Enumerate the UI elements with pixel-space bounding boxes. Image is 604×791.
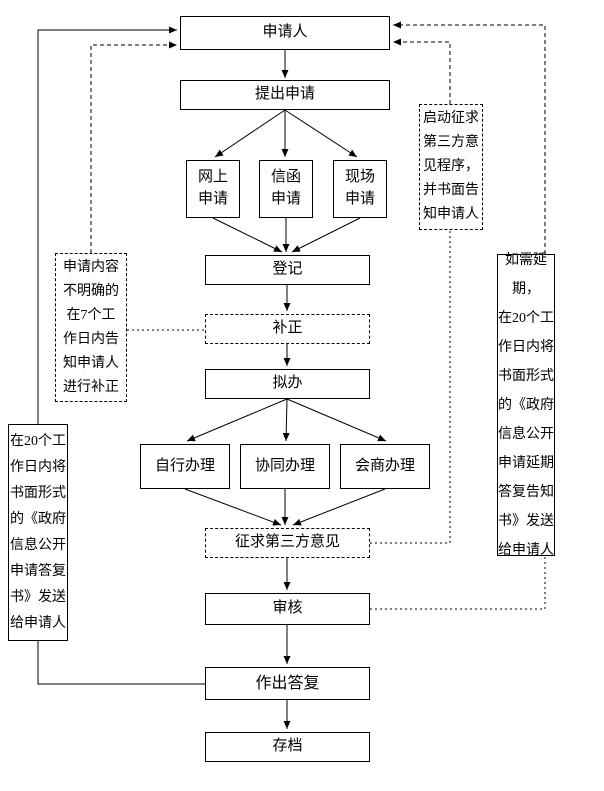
arrow-proposed-to-co [282,398,290,442]
arrow-onsite-to-register [291,217,361,253]
node-onsite-application: 现场 申请 [333,160,387,218]
arrow-self-to-thirdparty [184,488,282,526]
link-review-to-extension-note [370,557,546,610]
node-review: 审核 [205,593,370,625]
node-self-handling: 自行办理 [140,444,230,489]
node-submit-application: 提出申请 [180,80,390,110]
note-correction-deadline: 申请内容 不明确的 在7个工 作日内告 知申请人 进行补正 [55,253,127,402]
link-thirdparty-to-thirdparty-note [370,231,451,544]
node-seek-third-party-opinion: 征求第三方意见 [205,528,370,558]
note-extension-deadline: 如需延期， 在20个工 作日内将 书面形式 的《政府 信息公开 申请延期 答复告… [497,252,555,558]
node-make-reply: 作出答复 [205,667,370,700]
note-third-party-procedure: 启动征求 第三方意 见程序， 并书面告 知申请人 [419,104,483,230]
node-collaborative-handling: 协同办理 [240,444,330,489]
arrow-reply-to-applicant [37,26,205,685]
node-register: 登记 [205,255,370,285]
node-letter-application: 信函 申请 [259,160,313,218]
arrow-submit-to-onsite [284,109,358,158]
arrow-submit-to-online [214,109,286,158]
arrow-thirdparty-note-to-applicant [393,38,451,104]
arrow-correction-note-to-applicant [90,41,177,253]
arrow-consult-to-thirdparty [292,488,386,526]
arrow-extension-note-to-applicant [393,21,546,254]
node-proposed-handling: 拟办 [205,369,370,399]
node-correction: 补正 [205,314,370,344]
node-applicant: 申请人 [180,16,390,50]
arrow-proposed-to-self [186,398,288,442]
note-reply-deadline: 在20个工 作日内将 书面形式 的《政府 信息公开 申请答复 书》发送 给申请人 [8,424,68,641]
arrow-online-to-register [212,217,283,253]
node-online-application: 网上 申请 [186,160,240,218]
node-archive: 存档 [205,732,370,762]
node-consultation-handling: 会商办理 [340,444,430,489]
arrow-proposed-to-consult [286,398,387,442]
